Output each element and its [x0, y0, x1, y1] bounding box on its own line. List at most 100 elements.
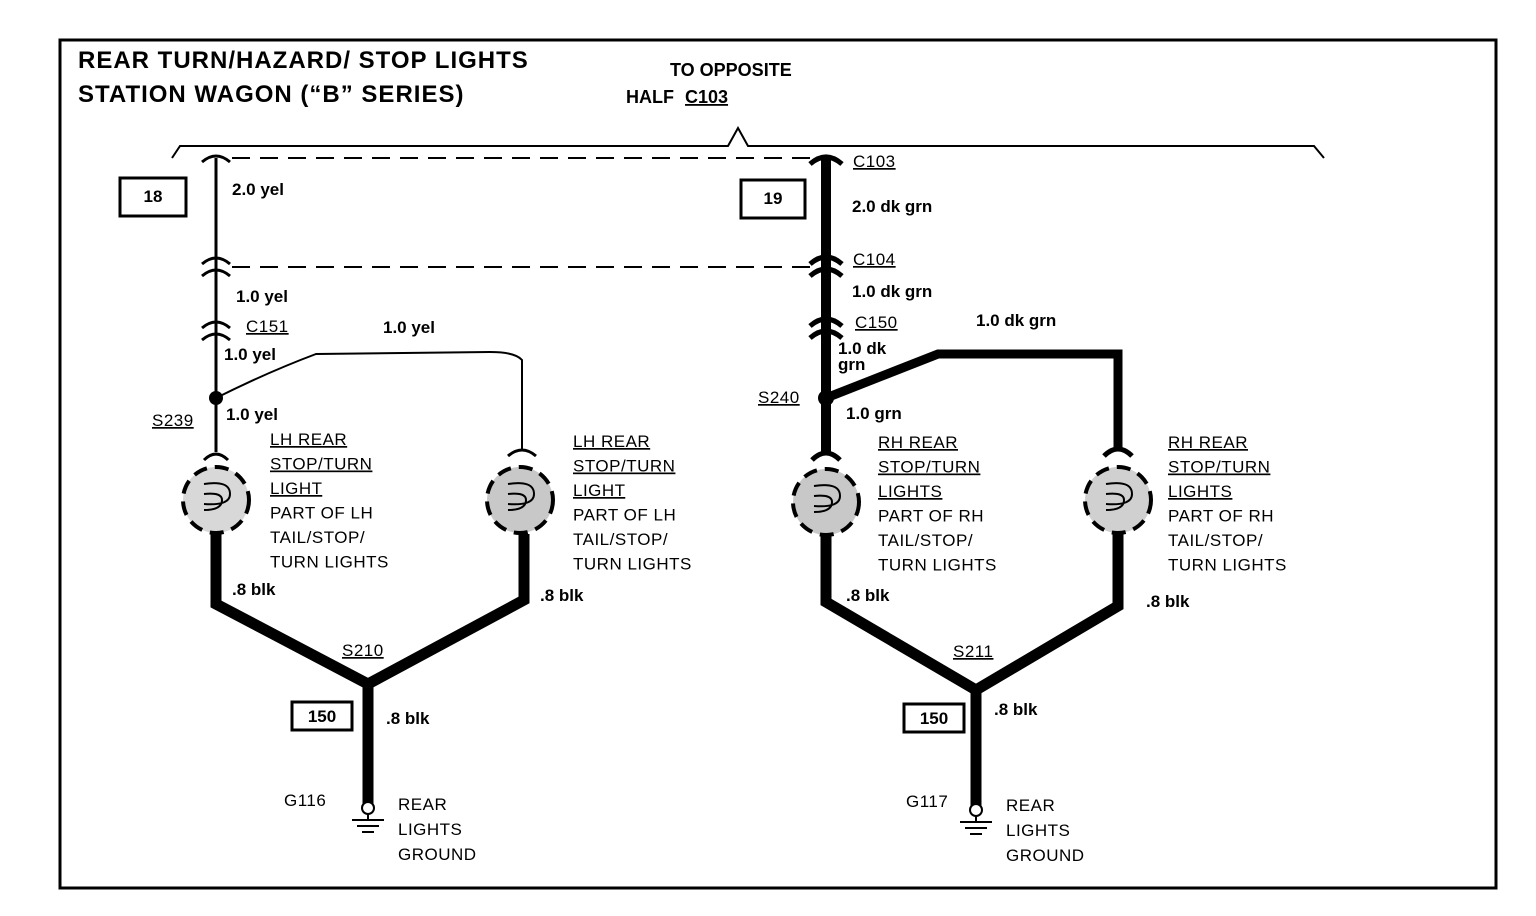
right-box-ground-label: 150	[920, 709, 948, 728]
left-lamp2-connector-arc	[507, 448, 537, 458]
left-lamp2-line-2: STOP/TURN	[573, 457, 675, 476]
right-connector-c104-arc-bottom	[808, 266, 844, 278]
left-lamp1-line-3: LIGHT	[270, 479, 322, 498]
left-connector-c104-arc-bottom	[201, 268, 231, 278]
right-lamp2-connector-arc	[1102, 446, 1134, 458]
left-ground-icon	[352, 801, 384, 833]
opposite-line-1: TO OPPOSITE	[670, 60, 792, 80]
left-lamp2-text: LH REAR STOP/TURN LIGHT PART OF LH TAIL/…	[573, 432, 692, 574]
right-lamp1-line-6: TURN LIGHTS	[878, 556, 997, 575]
right-branch-wire	[824, 349, 1123, 450]
right-ground-line-1: REAR	[1006, 796, 1055, 815]
left-to-splice-label: 1.0 yel	[224, 345, 276, 364]
left-blk2-label: .8 blk	[540, 586, 584, 605]
right-blk2-label: .8 blk	[1146, 592, 1190, 611]
right-ground-id: G117	[906, 792, 948, 811]
right-wire-top-label: 2.0 dk grn	[852, 197, 932, 216]
left-below-splice-label: 1.0 yel	[226, 405, 278, 424]
left-lamp2-line-5: TAIL/STOP/	[573, 530, 668, 549]
right-box-ground	[902, 702, 966, 734]
left-connector-c151-arc-bottom	[201, 332, 231, 342]
left-connector-c103-arc	[201, 154, 231, 164]
right-ground-splice-label: S211	[953, 642, 993, 661]
left-ground-id: G116	[284, 791, 326, 810]
opposite-brace	[171, 125, 1325, 159]
right-lamp2-line-1: RH REAR	[1168, 433, 1248, 452]
right-lamp2-text: RH REAR STOP/TURN LIGHTS PART OF RH TAIL…	[1168, 433, 1287, 575]
left-blk-ground-label: .8 blk	[386, 709, 430, 728]
left-circuit: 18 150 2.0 yel 1.0 yel C151 1.0 yel 1.0 …	[118, 154, 692, 864]
right-lamp-1	[791, 467, 861, 537]
right-blk1-label: .8 blk	[846, 586, 890, 605]
right-box-top-label: 19	[764, 189, 783, 208]
left-connector-c151-arc-top	[201, 320, 231, 330]
right-lamp2-line-6: TURN LIGHTS	[1168, 556, 1287, 575]
right-box-top	[739, 178, 807, 220]
right-to-splice-label-1: 1.0 dk	[838, 339, 887, 358]
left-ground-splice-label: S210	[342, 641, 384, 660]
left-lamp-1	[181, 465, 251, 535]
right-lamp1-line-4: PART OF RH	[878, 507, 984, 526]
right-to-splice-label-2: grn	[838, 355, 865, 374]
left-lamp2-line-4: PART OF LH	[573, 506, 676, 525]
right-lamp1-line-2: STOP/TURN	[878, 458, 980, 477]
right-lamp2-line-5: TAIL/STOP/	[1168, 531, 1263, 550]
opposite-line-2: HALF C103	[626, 87, 728, 107]
left-lamp1-line-5: TAIL/STOP/	[270, 528, 365, 547]
left-box-ground	[290, 700, 354, 732]
right-splice-label: S240	[758, 388, 800, 407]
left-lamp1-connector-arc	[202, 452, 230, 462]
right-connector-c103-arc	[808, 154, 844, 166]
left-blk1-label: .8 blk	[232, 580, 276, 599]
opposite-half-text: HALF	[626, 87, 674, 107]
title-line-2: STATION WAGON (“B” SERIES)	[78, 81, 464, 108]
left-lamp1-line-6: TURN LIGHTS	[270, 553, 389, 572]
left-lamp2-line-6: TURN LIGHTS	[573, 555, 692, 574]
left-branch-wire	[215, 350, 523, 450]
left-ground-line-3: GROUND	[398, 845, 477, 864]
left-ground-line-1: REAR	[398, 795, 447, 814]
left-lamp2-line-3: LIGHT	[573, 481, 625, 500]
right-lamp2-line-2: STOP/TURN	[1168, 458, 1270, 477]
right-ground-line-3: GROUND	[1006, 846, 1085, 865]
right-below-splice-label: 1.0 grn	[846, 404, 902, 423]
opposite-connector: C103	[685, 87, 728, 107]
left-connector-c104-arc-top	[201, 256, 231, 266]
left-wire-mid-label: 1.0 yel	[236, 287, 288, 306]
right-lamp1-line-5: TAIL/STOP/	[878, 531, 973, 550]
right-lamp-2	[1083, 465, 1153, 535]
left-ground-line-2: LIGHTS	[398, 820, 462, 839]
left-lamp1-line-1: LH REAR	[270, 430, 347, 449]
left-lamp1-line-4: PART OF LH	[270, 504, 373, 523]
left-c151-label: C151	[246, 317, 289, 336]
title-line-1: REAR TURN/HAZARD/ STOP LIGHTS	[78, 47, 529, 74]
left-box-top-label: 18	[144, 187, 163, 206]
right-c103-label: C103	[853, 152, 896, 171]
right-lamp1-line-3: LIGHTS	[878, 482, 942, 501]
right-ground-text: REAR LIGHTS GROUND	[1006, 796, 1085, 865]
left-lamp1-text: LH REAR STOP/TURN LIGHT PART OF LH TAIL/…	[270, 430, 389, 572]
right-lamp2-line-4: PART OF RH	[1168, 507, 1274, 526]
left-lamp2-line-1: LH REAR	[573, 432, 650, 451]
left-lamp-2	[485, 465, 555, 535]
right-lamp1-connector-arc	[810, 450, 842, 462]
right-blk-ground-label: .8 blk	[994, 700, 1038, 719]
right-connector-c150-arc-bottom	[808, 328, 844, 340]
right-branch-label: 1.0 dk grn	[976, 311, 1056, 330]
right-connector-c104-arc-top	[808, 254, 844, 266]
right-lamp2-line-3: LIGHTS	[1168, 482, 1232, 501]
left-box-ground-label: 150	[308, 707, 336, 726]
right-ground-line-2: LIGHTS	[1006, 821, 1070, 840]
left-branch-label: 1.0 yel	[383, 318, 435, 337]
right-lamp1-text: RH REAR STOP/TURN LIGHTS PART OF RH TAIL…	[878, 433, 997, 575]
left-lamp1-line-2: STOP/TURN	[270, 455, 372, 474]
right-circuit: 19 150 C103 2.0 dk grn C104 1.0 dk grn C…	[739, 152, 1287, 865]
right-wire-mid-label: 1.0 dk grn	[852, 282, 932, 301]
right-lamp1-line-1: RH REAR	[878, 433, 958, 452]
left-wire-top-label: 2.0 yel	[232, 180, 284, 199]
left-box-top	[118, 176, 188, 218]
right-c150-label: C150	[855, 313, 898, 332]
right-connector-c150-arc-top	[808, 316, 844, 328]
left-splice-label: S239	[152, 411, 194, 430]
